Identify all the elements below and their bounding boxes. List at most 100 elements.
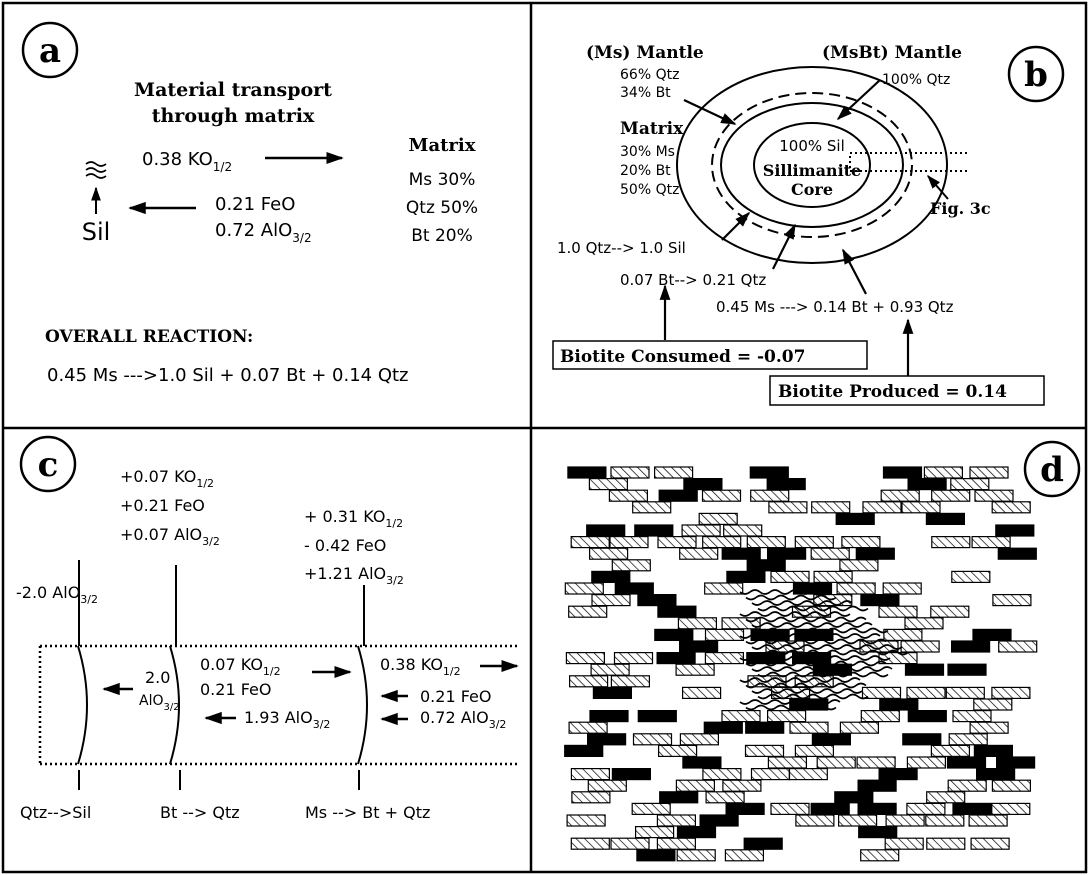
mineral-grain [701,489,742,502]
biotite-produced-box [769,375,1045,406]
rxn-qtz-arrow [721,211,751,241]
mineral-grain [571,791,611,804]
zone-3-reaction: Ms --> Bt + Qtz [305,803,430,822]
flux-left-alo: 0.72 AlO3/2 [215,220,312,245]
sillimanite-fibre [757,693,869,700]
ms-mantle-qtz: 66% Qtz [620,67,679,83]
panel-b: b (Ms) Mantle 66% Qtz 34% Bt (MsBt) Mant… [552,43,1065,406]
sillimanite-fibre [739,699,841,705]
mineral-grain [683,478,723,491]
mineral-grain [767,756,808,769]
mineral-grain [906,756,947,769]
mineral-grain [811,501,851,514]
mineral-grain [634,524,674,537]
mineral-grain [906,802,946,816]
sillimanite-fibre-icon [85,161,107,179]
panel-a-letter-badge: a [21,21,79,79]
mineral-grain [704,651,745,665]
mineral-grain [721,617,761,630]
mineral-grain [743,837,783,850]
msbt-mantle-qtz: 100% Qtz [882,72,950,88]
mineral-grain [609,535,649,549]
panel-c: c +0.07 KO1/2 +0.21 FeO +0.07 AlO3/2 + 0… [16,435,520,822]
mineral-grain [610,466,650,479]
biotite-produced: Biotite Produced = 0.14 [778,382,1007,402]
mineral-grain [970,837,1010,850]
mineral-grain [950,478,990,491]
mineral-grain [610,675,651,688]
sillimanite-fibre [751,622,873,628]
mineral-grain [749,466,789,479]
sillimanite-fibre [739,655,891,661]
mineral-grain [862,501,902,514]
panel-c-letter-badge: c [19,435,77,493]
mineral-grain [906,686,946,700]
mineral-grain [724,849,765,862]
mineral-grain [568,605,608,618]
panel-b-letter: b [1024,55,1048,95]
mineral-grain [750,767,791,781]
mineral-grain [592,686,633,700]
fig-3c-label: Fig. 3c [930,199,991,218]
mineral-grain [998,640,1038,653]
mineral-grain [566,814,606,827]
zone-2-al: 1.93 AlO3/2 [244,708,330,731]
mineral-grain [945,686,985,700]
mineral-grain [813,570,853,584]
mineral-grain [792,582,833,595]
fig-3c-arrow [927,174,949,200]
boundary-2-fe: +0.21 FeO [120,496,205,515]
mineral-grain [705,791,745,804]
matrix-title: Matrix [409,135,476,156]
flux-right-label: 0.38 KO1/2 [142,149,232,174]
biotite-consumed-box [552,340,868,370]
mineral-grain [991,501,1031,514]
mineral-grain [676,849,716,862]
mineral-grain [591,570,631,584]
mineral-grain [675,779,716,792]
mineral-grain [991,779,1032,792]
mineral-grain [681,686,722,700]
mineral-grain [973,744,1014,758]
mineral-grain [951,570,991,584]
mineral-grain [995,756,1036,769]
matrix-b-qtz: 50% Qtz [620,182,679,198]
mineral-grain [564,744,604,758]
sillimanite-fibre [745,594,837,601]
sillimanite-fibre [751,644,903,650]
zone-1-species: AlO3/2 [139,693,180,713]
mineral-grain [745,721,785,734]
mineral-grain [923,466,964,479]
mineral-grain [946,756,987,769]
mineral-grain [586,733,627,746]
panel-a-letter: a [39,31,61,71]
mineral-grain [816,756,856,769]
mineral-grain [884,837,924,850]
mineral-grain [950,640,991,653]
sillimanite-fibre [745,616,867,623]
mineral-grain [930,605,970,618]
zone-2-reaction: Bt --> Qtz [160,803,240,822]
mineral-grain [636,849,676,862]
mineral-grain [858,825,898,839]
sillimanite-fibre [739,677,861,683]
sillimanite-fibres [739,589,909,711]
mineral-grain [632,733,673,746]
sillimanite-fibre [751,688,863,694]
mineral-grain [880,489,920,502]
panel-d-letter: d [1040,450,1064,490]
sillimanite-fibre [745,660,887,667]
mineral-grain [746,559,786,572]
mineral-grain [702,535,742,549]
zone-3-fe: 0.21 FeO [420,687,491,706]
mineral-grain [835,512,875,526]
matrix-b-ms: 30% Ms [620,144,675,160]
mineral-grain [882,582,922,595]
mineral-grain [969,721,1009,734]
sillimanite-fibre [751,600,853,606]
mineral-grain [948,733,988,746]
mineral-grain [613,651,654,665]
matrix-qtz: Qtz 50% [406,198,478,218]
mineral-grain [794,744,835,758]
core-name-1: Sillimanite [763,161,861,180]
